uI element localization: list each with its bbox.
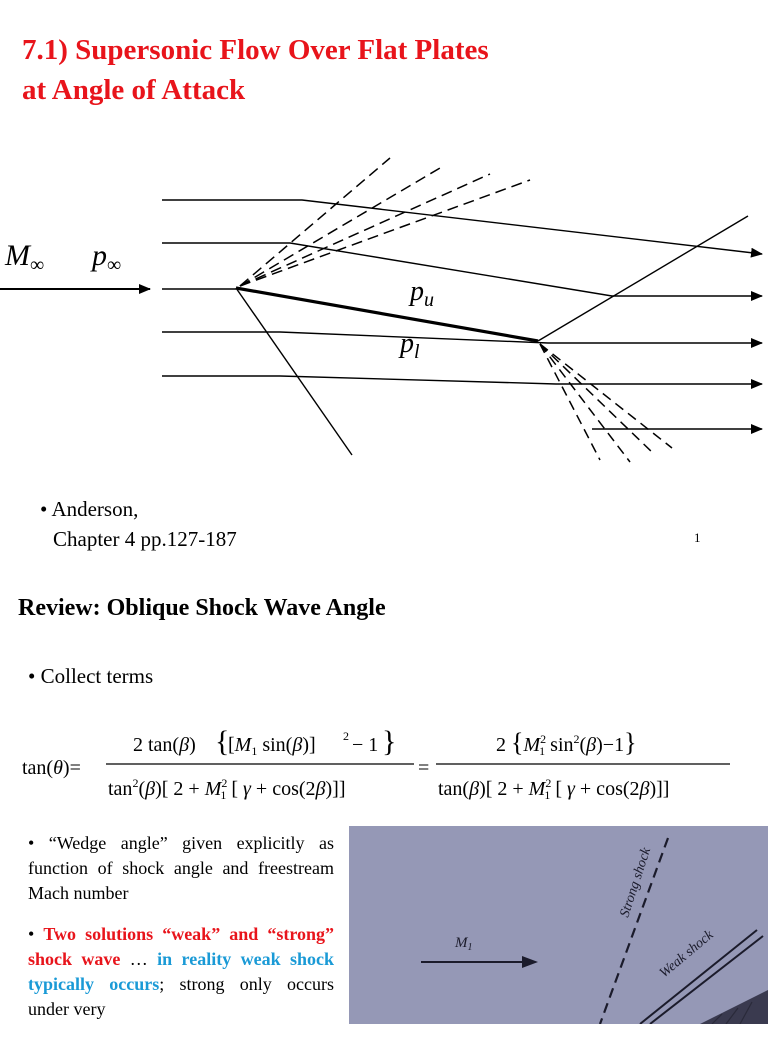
upper-pressure-label: pu <box>408 276 434 311</box>
trailing-expansion-fan <box>539 343 673 463</box>
svg-text:2: 2 <box>343 729 349 743</box>
reference-line2: Chapter 4 pp.127-187 <box>53 527 237 551</box>
oblique-shock-equation: tan(θ)= 2 tan(β) { [M1 sin(β)] 2 − 1 } t… <box>22 725 730 802</box>
freestream-mach-label: M∞ <box>4 239 44 276</box>
svg-text:2 tan(β): 2 tan(β) <box>133 734 196 756</box>
reference-line1: • Anderson, <box>40 497 139 521</box>
reference-bullet: • Anderson, Chapter 4 pp.127-187 <box>40 494 237 554</box>
svg-text:− 1: − 1 <box>352 734 378 756</box>
photo-mach-label: M1 <box>454 935 473 953</box>
lower-shock <box>235 287 353 456</box>
two-solutions-text: Two solutions “weak” and “strong” shock … <box>28 924 335 969</box>
tail-text: ; strong only occurs under very <box>28 974 335 1019</box>
svg-text:=: = <box>418 757 429 779</box>
freestream-pressure-label: p∞ <box>90 239 121 276</box>
lower-pressure-label: pl <box>398 328 420 363</box>
upper-trailing-shock <box>537 215 749 342</box>
svg-text:tan2(β)[ 2 + M21 [ γ + cos(2β): tan2(β)[ 2 + M21 [ γ + cos(2β)]] <box>108 776 345 802</box>
flat-plate <box>235 286 539 343</box>
slide-title-line2: at Angle of Attack <box>22 74 246 106</box>
streamlines <box>162 199 763 434</box>
flat-plate-diagram: M∞ p∞ pu pl <box>0 157 763 463</box>
shock-notes: • “Wedge angle” given explicitly as func… <box>28 831 334 1038</box>
leading-expansion-fan <box>239 157 531 287</box>
svg-text:{: { <box>215 725 229 758</box>
svg-text:}: } <box>382 725 396 758</box>
svg-text:tan(β)[ 2 + M21 [ γ + cos(2β)]: tan(β)[ 2 + M21 [ γ + cos(2β)]] <box>438 776 669 802</box>
slide-title-line1: 7.1) Supersonic Flow Over Flat Plates <box>22 34 489 66</box>
weak-shock-text: in reality weak shock typically occurs <box>28 949 334 994</box>
wedge-angle-bullet: • “Wedge angle” given explicitly as func… <box>28 833 334 903</box>
svg-text:2 {M21 sin2(β)−1}: 2 {M21 sin2(β)−1} <box>496 728 637 758</box>
two-solutions-bullet: • Two solutions “weak” and “strong” shoc… <box>28 924 335 1019</box>
page-number: 1 <box>694 530 701 545</box>
review-title: Review: Oblique Shock Wave Angle <box>18 595 386 621</box>
svg-text:[M1 sin(β)]: [M1 sin(β)] <box>228 734 316 758</box>
collect-terms-bullet: • Collect terms <box>28 664 154 688</box>
shock-photo: M1 Strong shock Weak shock <box>349 826 768 1024</box>
svg-text:tan(θ)=: tan(θ)= <box>22 757 81 779</box>
slide-title: 7.1) Supersonic Flow Over Flat Plates at… <box>22 30 742 110</box>
